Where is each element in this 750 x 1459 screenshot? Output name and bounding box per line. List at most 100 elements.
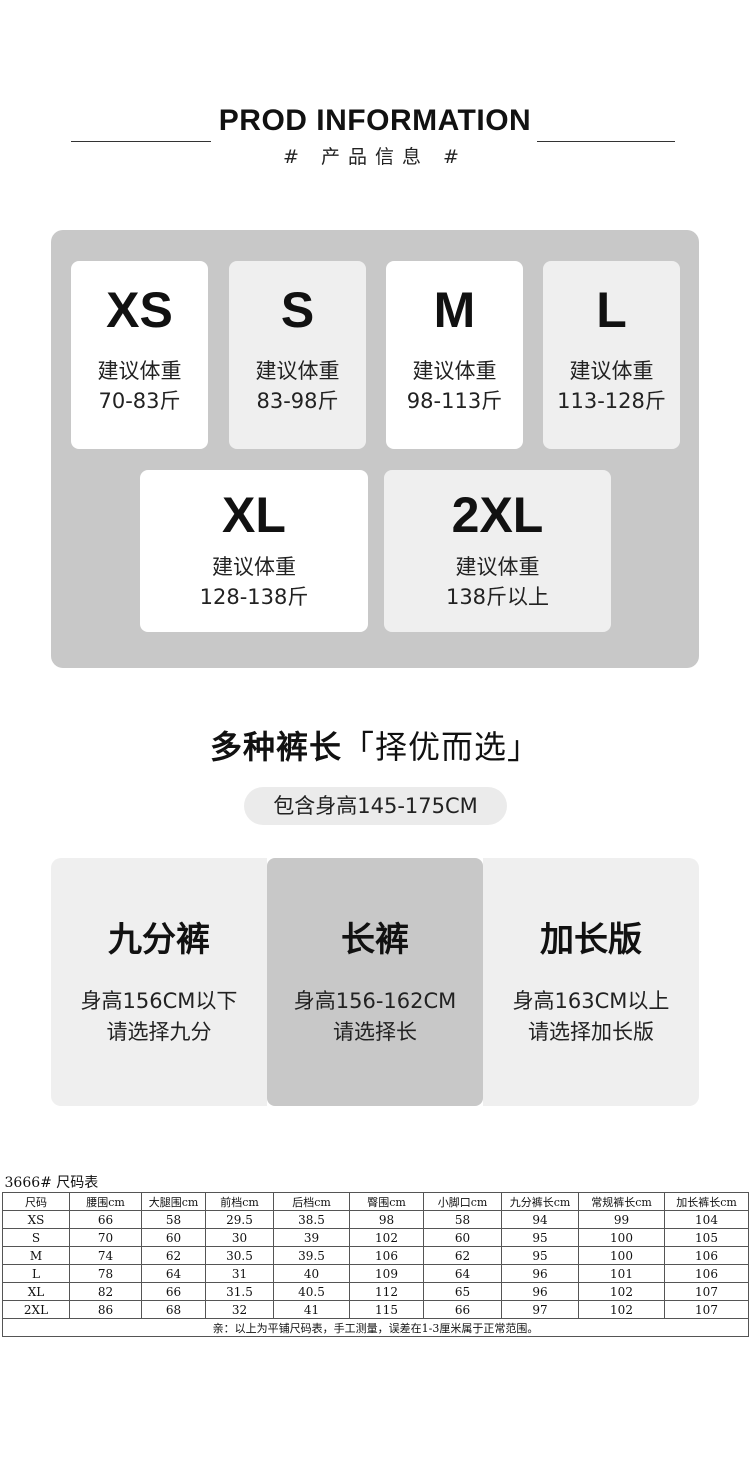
table-cell: 109 (349, 1264, 424, 1283)
table-cell: 60 (423, 1228, 502, 1247)
size-weight-label: 建议体重 (569, 359, 654, 383)
table-cell: XL (2, 1282, 70, 1301)
table-cell: 86 (69, 1300, 142, 1319)
table-cell: 64 (141, 1264, 206, 1283)
table-cell: 66 (141, 1282, 206, 1301)
table-cell: 115 (349, 1300, 424, 1319)
table-cell: 106 (664, 1246, 749, 1265)
size-weight-label: 建议体重 (212, 555, 296, 579)
table-cell: 102 (349, 1228, 424, 1247)
table-header-cell: 九分裤长cm (501, 1192, 579, 1211)
table-cell: 99 (578, 1210, 665, 1229)
table-cell: 58 (423, 1210, 502, 1229)
table-cell: 74 (69, 1246, 142, 1265)
page-title: PROD INFORMATION (218, 104, 532, 137)
length-card-cropped: 九分裤 身高156CM以下 请选择九分 (51, 858, 267, 1106)
table-header-cell: 前档cm (205, 1192, 274, 1211)
page-subtitle: # 产品信息 # (283, 146, 467, 168)
size-weight-range: 70-83斤 (98, 389, 181, 413)
table-header-cell: 加长裤长cm (664, 1192, 749, 1211)
size-weight-label: 建议体重 (455, 555, 540, 579)
table-header-cell: 尺码 (2, 1192, 70, 1211)
table-cell: 65 (423, 1282, 502, 1301)
length-card-extended: 加长版 身高163CM以上 请选择加长版 (483, 858, 699, 1106)
table-cell: XS (2, 1210, 70, 1229)
table-cell: 62 (141, 1246, 206, 1265)
table-cell: 102 (578, 1282, 665, 1301)
table-cell: 82 (69, 1282, 142, 1301)
table-cell: 101 (578, 1264, 665, 1283)
table-note-row: 亲：以上为平铺尺码表，手工测量，误差在1-3厘米属于正常范围。 (2, 1318, 749, 1337)
size-card-l: L 建议体重 113-128斤 (543, 261, 680, 449)
table-cell: S (2, 1228, 70, 1247)
table-header-cell: 小脚口cm (423, 1192, 502, 1211)
table-header-cell: 后档cm (273, 1192, 350, 1211)
table-cell: 104 (664, 1210, 749, 1229)
table-cell: 100 (578, 1246, 665, 1265)
table-cell: 78 (69, 1264, 142, 1283)
size-name: L (596, 282, 627, 338)
table-caption-row: 3666# 尺码表 (2, 1172, 749, 1193)
size-weight-range: 113-128斤 (557, 389, 666, 413)
table-cell: 68 (141, 1300, 206, 1319)
table-cell: 58 (141, 1210, 206, 1229)
table-cell: 41 (273, 1300, 350, 1319)
table-cell: 31.5 (205, 1282, 274, 1301)
caption-spacer (141, 1172, 749, 1193)
table-cell: 30.5 (205, 1246, 274, 1265)
table-cell: 102 (578, 1300, 665, 1319)
size-weight-range: 83-98斤 (256, 389, 339, 413)
table-cell: 66 (69, 1210, 142, 1229)
table-cell: 95 (501, 1228, 579, 1247)
table-cell: 96 (501, 1282, 579, 1301)
table-cell: 106 (664, 1264, 749, 1283)
table-cell: 40.5 (273, 1282, 350, 1301)
size-name: XL (222, 487, 286, 543)
size-weight-range: 128-138斤 (199, 585, 309, 609)
header-left-rule (71, 141, 211, 142)
size-card-m: M 建议体重 98-113斤 (386, 261, 523, 449)
table-cell: 2XL (2, 1300, 70, 1319)
table-cell: 96 (501, 1264, 579, 1283)
length-desc-line1: 身高163CM以上 (512, 989, 670, 1013)
table-cell: 39 (273, 1228, 350, 1247)
length-desc-line1: 身高156-162CM (293, 989, 457, 1013)
size-weight-label: 建议体重 (97, 359, 182, 383)
table-cell: 112 (349, 1282, 424, 1301)
table-cell: 62 (423, 1246, 502, 1265)
table-cell: 60 (141, 1228, 206, 1247)
length-desc-line2: 请选择长 (333, 1020, 417, 1044)
table-cell: 107 (664, 1300, 749, 1319)
table-cell: 40 (273, 1264, 350, 1283)
size-name: XS (106, 282, 173, 338)
table-cell: 32 (205, 1300, 274, 1319)
table-cell: 31 (205, 1264, 274, 1283)
length-title-bold: 多种裤长 (209, 728, 342, 766)
table-cell: M (2, 1246, 70, 1265)
size-card-xs: XS 建议体重 70-83斤 (71, 261, 208, 449)
table-header-cell: 常规裤长cm (578, 1192, 665, 1211)
size-card-2xl: 2XL 建议体重 138斤以上 (384, 470, 611, 632)
table-cell: 97 (501, 1300, 579, 1319)
table-cell: 66 (423, 1300, 502, 1319)
length-desc-line2: 请选择加长版 (528, 1020, 654, 1044)
table-header-cell: 大腿围cm (141, 1192, 206, 1211)
size-weight-label: 建议体重 (412, 359, 497, 383)
table-caption: 3666# 尺码表 (2, 1172, 142, 1193)
table-cell: 105 (664, 1228, 749, 1247)
table-cell: 39.5 (273, 1246, 350, 1265)
length-desc-line2: 请选择九分 (106, 1020, 212, 1044)
length-name: 长裤 (341, 920, 409, 960)
length-section-title: 多种裤长「择优而选」 (0, 722, 750, 768)
header-right-rule (537, 141, 675, 142)
size-card-xl: XL 建议体重 128-138斤 (140, 470, 368, 632)
table-cell: 30 (205, 1228, 274, 1247)
size-weight-range: 138斤以上 (445, 585, 550, 609)
